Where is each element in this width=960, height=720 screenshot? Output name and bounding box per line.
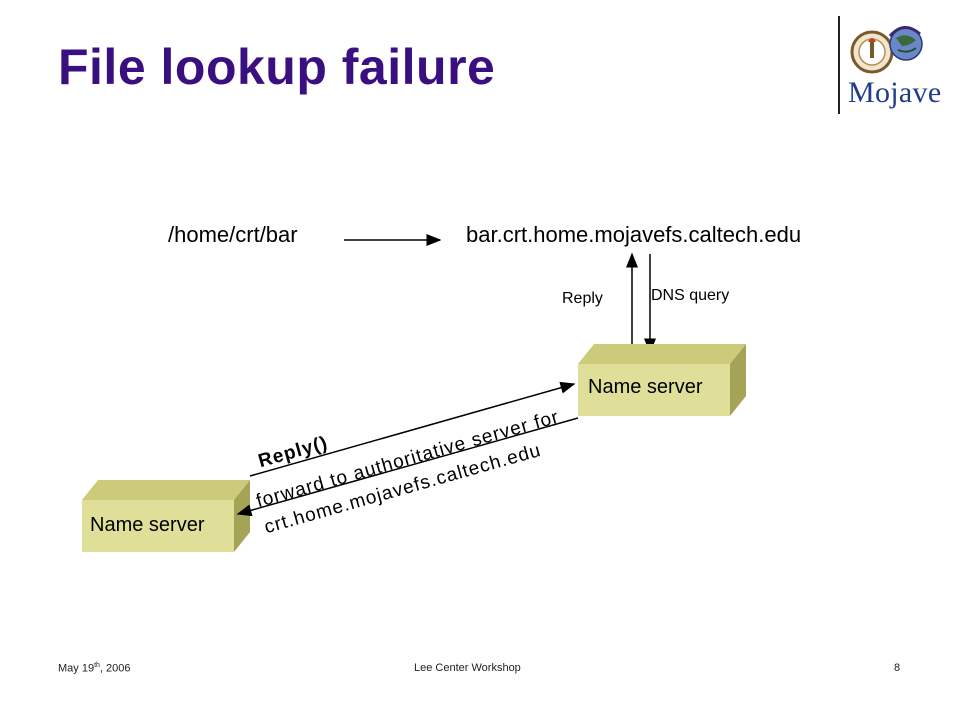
reply-label: Reply <box>562 290 603 307</box>
caltech-seal-icon <box>850 26 923 74</box>
logo-divider <box>838 16 840 114</box>
dns-name-text: bar.crt.home.mojavefs.caltech.edu <box>466 222 802 247</box>
upper-server-label: Name server <box>588 376 703 398</box>
dns-query-label: DNS query <box>651 287 730 304</box>
lower-server-label: Name server <box>90 514 205 536</box>
footer-page-number: 8 <box>894 662 901 674</box>
upper-name-server-box <box>578 344 746 416</box>
lower-name-server-box <box>82 480 250 552</box>
reply-call-arrow <box>236 417 579 517</box>
slide-title: File lookup failure <box>58 39 496 95</box>
forward-arrow <box>249 381 576 477</box>
path-text: /home/crt/bar <box>168 222 298 247</box>
footer-event: Lee Center Workshop <box>414 662 521 674</box>
footer-date: May 19th, 2006 <box>58 662 131 675</box>
logo-text: Mojave <box>848 76 942 109</box>
